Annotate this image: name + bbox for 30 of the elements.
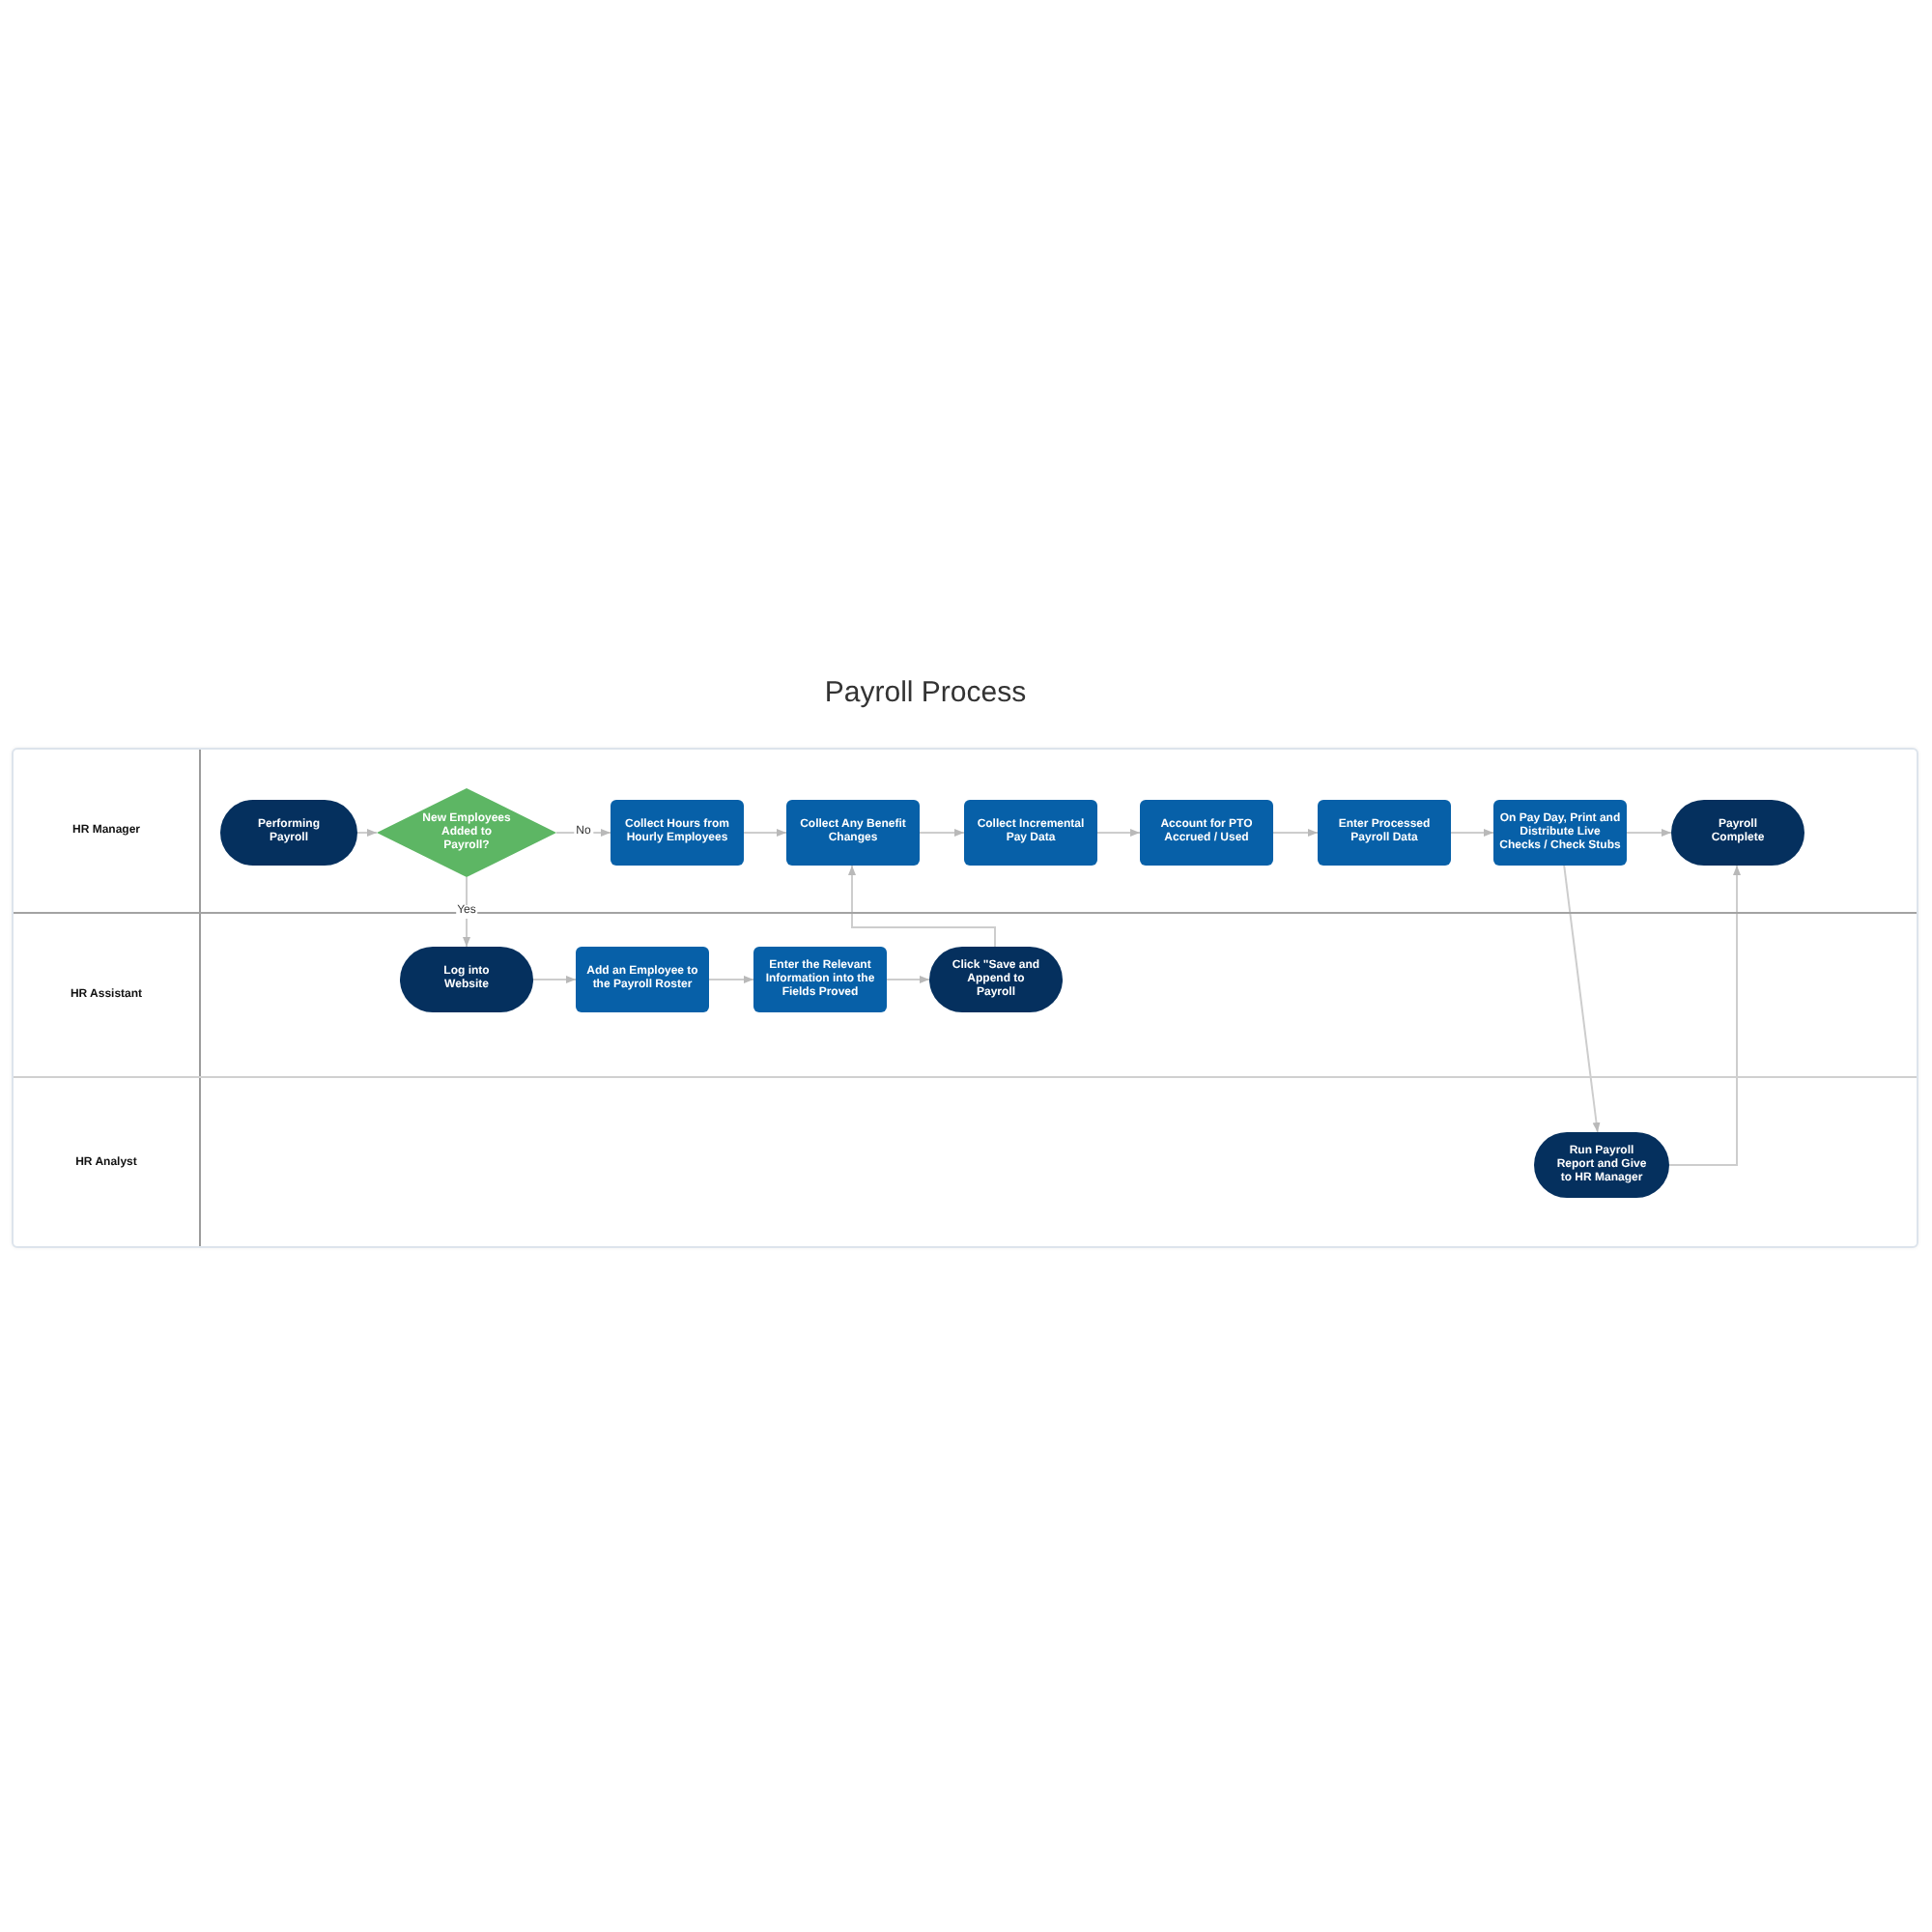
process-box: [576, 947, 709, 1012]
arrow: [919, 829, 965, 837]
arrow: [463, 876, 470, 948]
arrow: [1450, 829, 1494, 837]
terminator-pill: [400, 947, 533, 1012]
arrow: [356, 829, 378, 837]
diagram-title: Payroll Process: [824, 676, 1027, 711]
arrow: [1563, 865, 1601, 1133]
arrow: [848, 865, 996, 948]
arrow: [1668, 865, 1741, 1166]
process-box: [964, 800, 1097, 866]
arrow: [1626, 829, 1672, 837]
process-box: [1318, 800, 1451, 866]
arrow: [743, 829, 787, 837]
process-box: [1140, 800, 1273, 866]
process-box: [753, 947, 887, 1012]
process-box: [611, 800, 744, 866]
arrow: [1096, 829, 1141, 837]
terminator-pill: [220, 800, 357, 866]
arrow: [886, 976, 930, 983]
process-box: [1493, 800, 1627, 866]
arrow: [1272, 829, 1319, 837]
terminator-pill: [929, 947, 1063, 1012]
process-box: [786, 800, 920, 866]
decision-diamond: [377, 788, 556, 877]
terminator-pill: [1671, 800, 1804, 866]
arrow: [555, 829, 611, 837]
arrow: [708, 976, 754, 983]
terminator-pill: [1534, 1132, 1669, 1198]
arrow: [532, 976, 577, 983]
